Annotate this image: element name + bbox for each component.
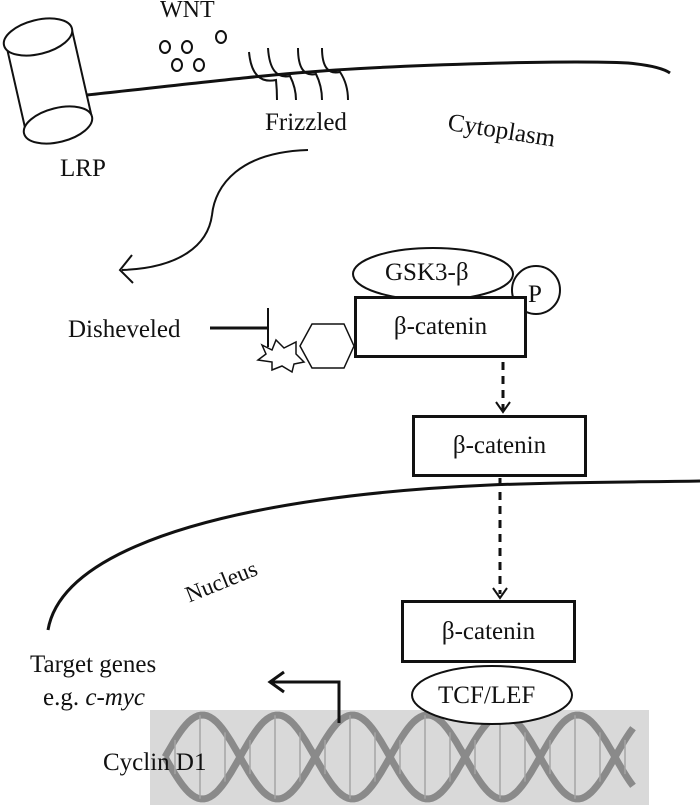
- frizzled-label: Frizzled: [265, 109, 347, 136]
- wnt-ligand-icons: [159, 30, 227, 72]
- dna-helix: [161, 711, 636, 803]
- signal-arrow: [121, 149, 309, 271]
- arrowhead-1-icon: [495, 401, 511, 414]
- transcription-arrow: [272, 680, 341, 723]
- example-prefix: e.g.: [43, 684, 86, 711]
- beta-catenin-cytoplasm-box: β-catenin: [412, 415, 587, 477]
- tcf-lef-shape: [411, 665, 573, 725]
- gsk3b-label: GSK3-β: [385, 259, 469, 286]
- tcf-lef-label: TCF/LEF: [438, 682, 536, 709]
- dna-strand-2: [161, 711, 636, 803]
- dna-strand-1: [161, 711, 636, 803]
- transcription-arrowhead-icon: [267, 670, 285, 694]
- signal-arrowhead-icon: [118, 254, 134, 284]
- target-genes-label: Target genes: [30, 651, 157, 678]
- phosphate-label: P: [528, 281, 542, 308]
- wnt-label: WNT: [160, 0, 215, 23]
- example-gene-label: e.g. c-myc: [43, 685, 145, 710]
- beta-catenin-nucleus-box: β-catenin: [401, 600, 576, 663]
- cell-membrane: [86, 60, 671, 97]
- hexagon-shape-icon: [299, 323, 355, 369]
- frizzled-receptor-icon: [248, 47, 349, 101]
- lrp-receptor-icon: [2, 17, 94, 145]
- disheveled-label: Disheveled: [68, 316, 181, 343]
- star-shape-icon: [256, 338, 306, 374]
- example-gene: c-myc: [85, 684, 146, 711]
- beta-catenin-complex-box: β-catenin: [354, 296, 527, 358]
- nuclear-membrane: [46, 479, 700, 631]
- cyclin-d1-label: Cyclin D1: [103, 749, 207, 776]
- lrp-label: LRP: [60, 155, 106, 182]
- arrowhead-2-icon: [492, 587, 508, 600]
